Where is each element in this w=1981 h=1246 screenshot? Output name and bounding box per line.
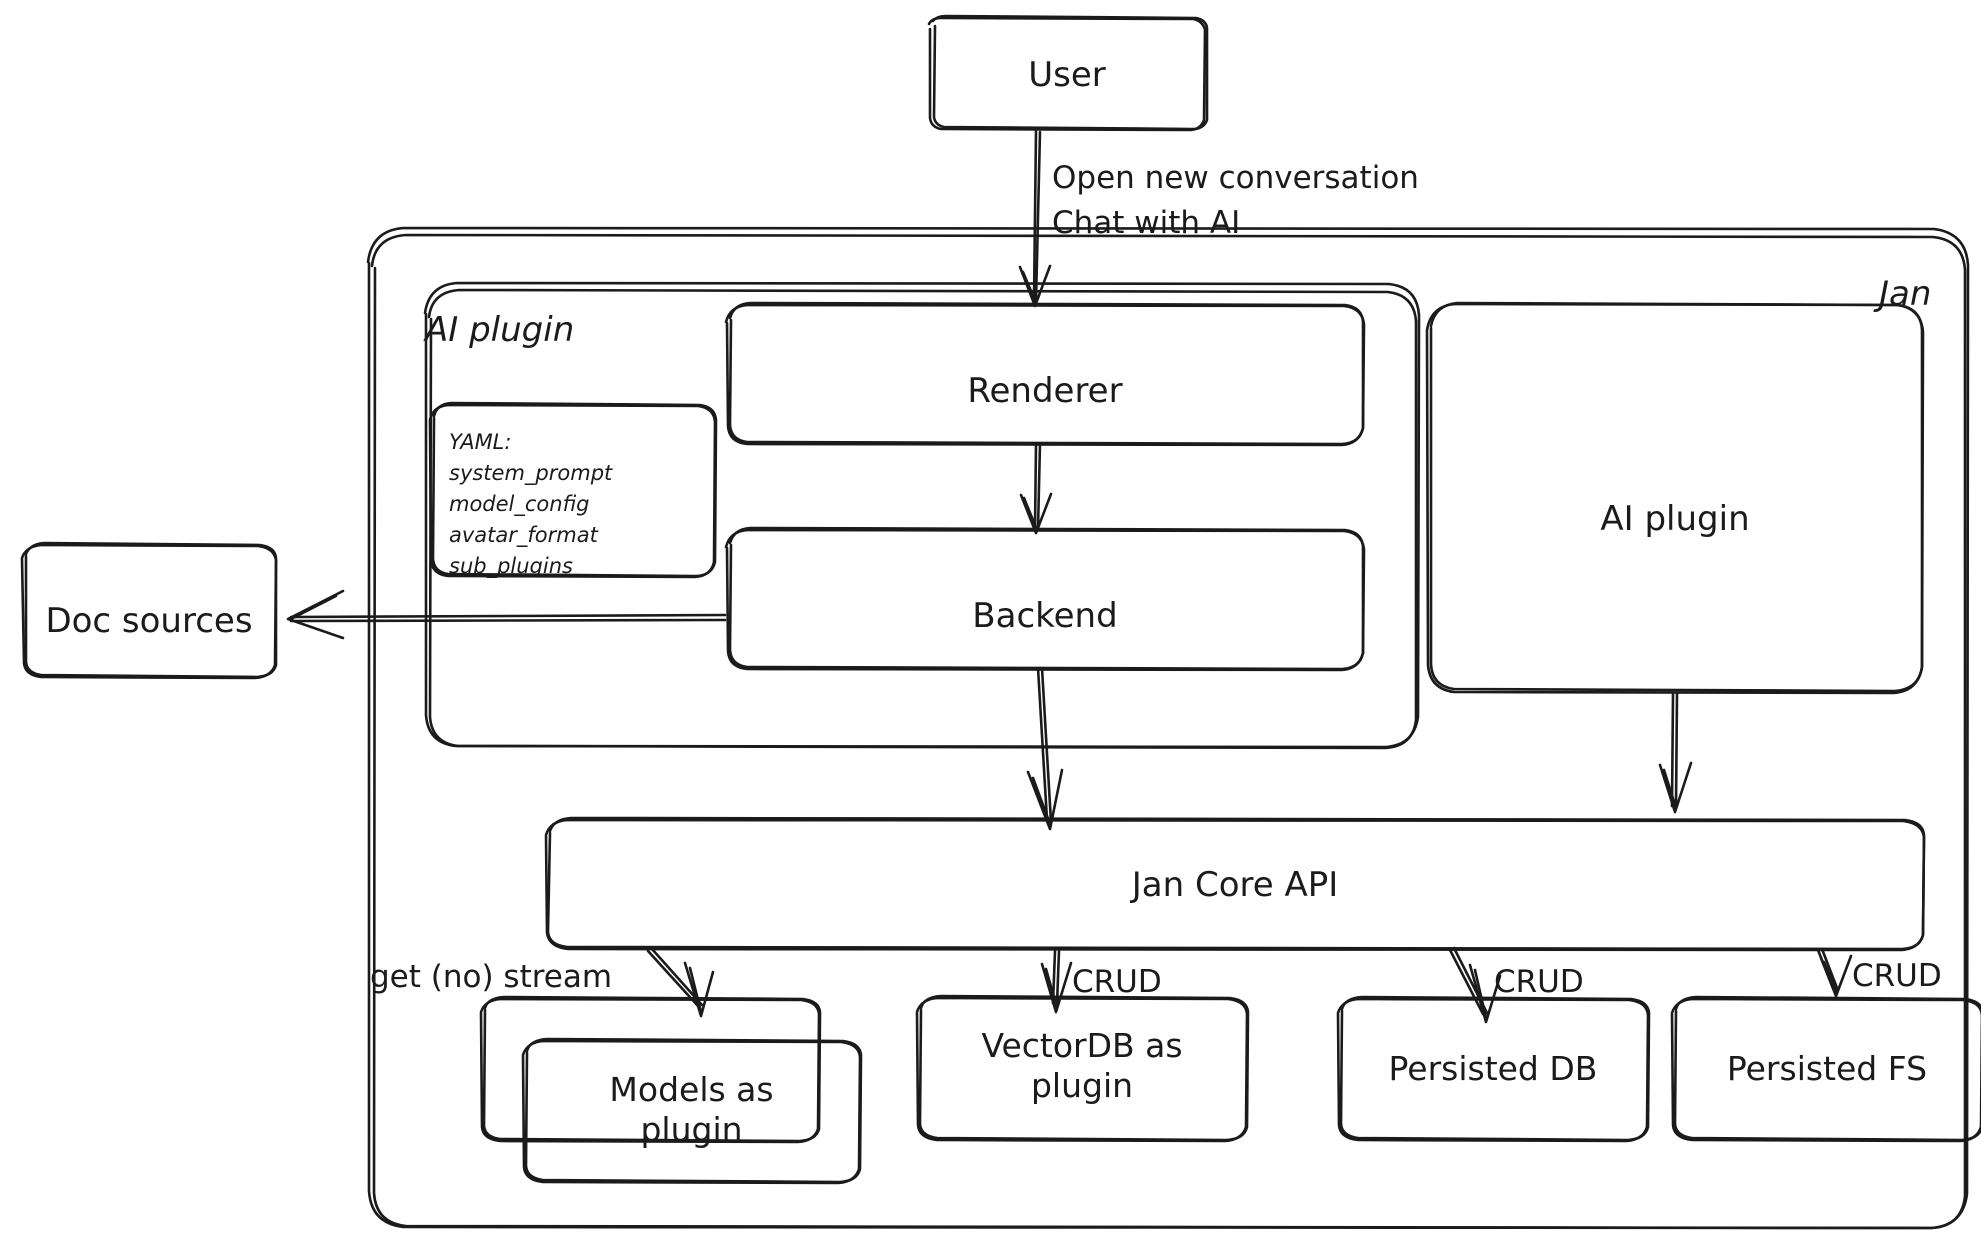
container-jan bbox=[366, 226, 1970, 1230]
node-backend-shape bbox=[724, 526, 1366, 672]
node-jan-core-api-shape bbox=[544, 816, 1926, 952]
node-persisted-db-shape bbox=[1336, 995, 1651, 1143]
edge-core-to-persisted-db bbox=[1448, 946, 1502, 1024]
container-ai-plugin-group bbox=[423, 281, 1421, 750]
edge-backend-to-doc-sources bbox=[286, 589, 727, 640]
edge-user-to-renderer bbox=[1018, 129, 1052, 308]
edge-renderer-to-backend bbox=[1019, 442, 1053, 535]
node-doc-sources-shape bbox=[20, 541, 278, 680]
edge-core-to-vectordb bbox=[1040, 949, 1073, 1014]
node-renderer-shape bbox=[724, 301, 1366, 447]
node-models-plugin-back-shape bbox=[479, 995, 822, 1144]
edge-backend-to-core bbox=[1026, 666, 1064, 831]
node-ai-plugin-right-shape bbox=[1425, 301, 1925, 695]
edge-ai-plugin-to-core bbox=[1658, 692, 1693, 814]
edge-core-to-models bbox=[646, 947, 715, 1018]
node-yaml-card-shape bbox=[428, 401, 718, 579]
edge-core-to-persisted-fs bbox=[1816, 947, 1853, 998]
node-persisted-fs-shape bbox=[1670, 995, 1981, 1143]
node-vectordb-plugin-shape bbox=[915, 994, 1250, 1143]
node-user-shape bbox=[927, 14, 1209, 132]
node-models-plugin-shape bbox=[521, 1037, 863, 1185]
